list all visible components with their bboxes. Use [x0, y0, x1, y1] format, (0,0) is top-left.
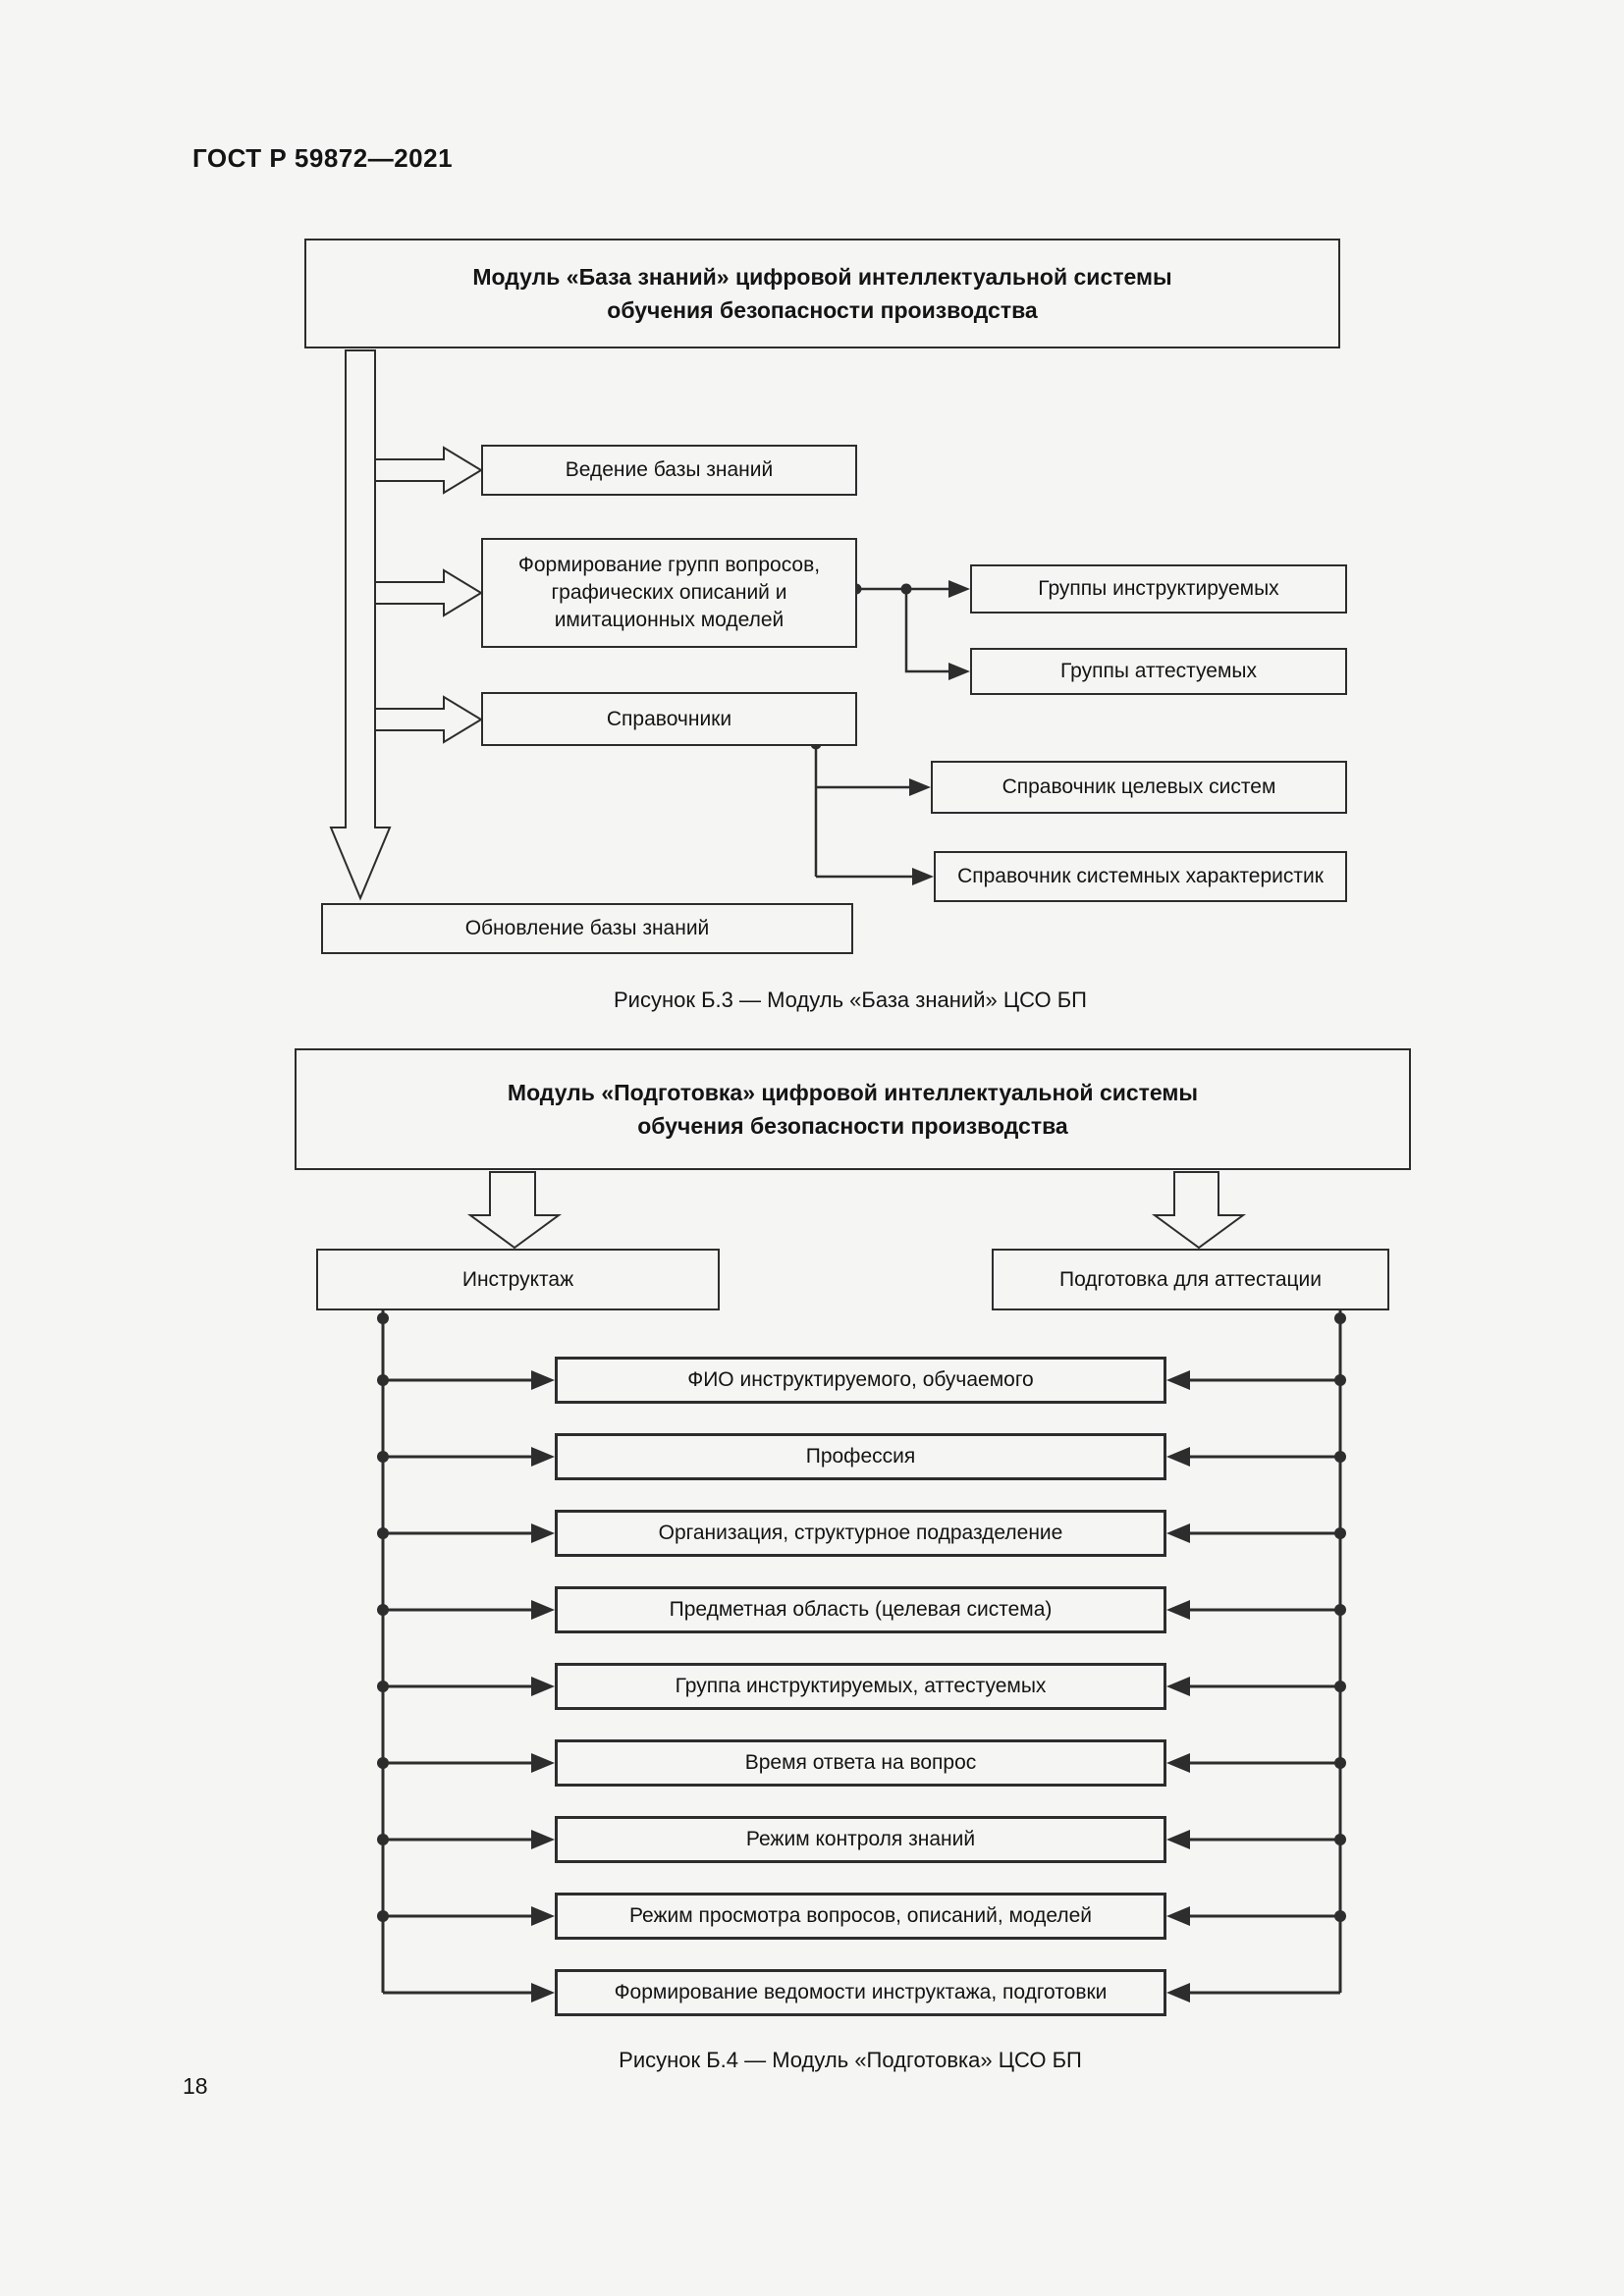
page-header: ГОСТ Р 59872—2021: [192, 143, 454, 173]
b4-node-vremya-otveta: Время ответа на вопрос: [555, 1739, 1166, 1787]
b3-node-spravochnik-sistemnyh-harakteristik: Справочник системных характеристик: [934, 851, 1347, 902]
b4-node-professiya: Профессия: [555, 1433, 1166, 1480]
b3-node-formirovanie-grupp: Формирование групп вопросов, графических…: [481, 538, 857, 648]
b4-node-instruktazh: Инструктаж: [316, 1249, 720, 1310]
page-number: 18: [183, 2073, 208, 2099]
b3-connector-spravochniki: [810, 738, 934, 885]
b3-node-obnovlenie-bazy-znaniy: Обновление базы знаний: [321, 903, 853, 954]
b4-node-rezhim-prosmotra: Режим просмотра вопросов, описаний, моде…: [555, 1893, 1166, 1940]
b3-hollow-arrow-vedenie: [374, 446, 483, 495]
b3-hollow-arrow-formirovanie: [374, 568, 483, 617]
b4-node-formirovanie-vedomosti: Формирование ведомости инструктажа, подг…: [555, 1969, 1166, 2016]
b3-connector-groups: [850, 580, 970, 680]
b3-hollow-down-arrow: [329, 349, 392, 901]
b3-node-gruppy-instruktiruemyh: Группы инструктируемых: [970, 564, 1347, 614]
b3-node-vedenie-bazy-znaniy: Ведение базы знаний: [481, 445, 857, 496]
b3-title-node: Модуль «База знаний» цифровой интеллекту…: [304, 239, 1340, 348]
b4-node-gruppa: Группа инструктируемых, аттестуемых: [555, 1663, 1166, 1710]
b4-block-arrow-left: [466, 1171, 563, 1250]
b4-node-predmetnaya-oblast: Предметная область (целевая система): [555, 1586, 1166, 1633]
b3-node-gruppy-attestuemyh: Группы аттестуемых: [970, 648, 1347, 695]
b4-title-node: Модуль «Подготовка» цифровой интеллектуа…: [295, 1048, 1411, 1170]
b4-right-rail: [1334, 1310, 1346, 1993]
b4-node-podgotovka-dlya-attestacii: Подготовка для аттестации: [992, 1249, 1389, 1310]
b4-caption: Рисунок Б.4 — Модуль «Подготовка» ЦСО БП: [619, 2048, 1082, 2072]
b3-caption: Рисунок Б.3 — Модуль «База знаний» ЦСО Б…: [614, 988, 1087, 1012]
b3-hollow-arrow-spravochniki: [374, 695, 483, 744]
b3-node-spravochniki: Справочники: [481, 692, 857, 746]
b4-node-rezhim-kontrolya: Режим контроля знаний: [555, 1816, 1166, 1863]
b4-node-organizaciya: Организация, структурное подразделение: [555, 1510, 1166, 1557]
b4-node-fio: ФИО инструктируемого, обучаемого: [555, 1357, 1166, 1404]
b3-node-spravochnik-celevyh-sistem: Справочник целевых систем: [931, 761, 1347, 814]
b4-left-rail: [377, 1310, 389, 1993]
b4-block-arrow-right: [1151, 1171, 1247, 1250]
